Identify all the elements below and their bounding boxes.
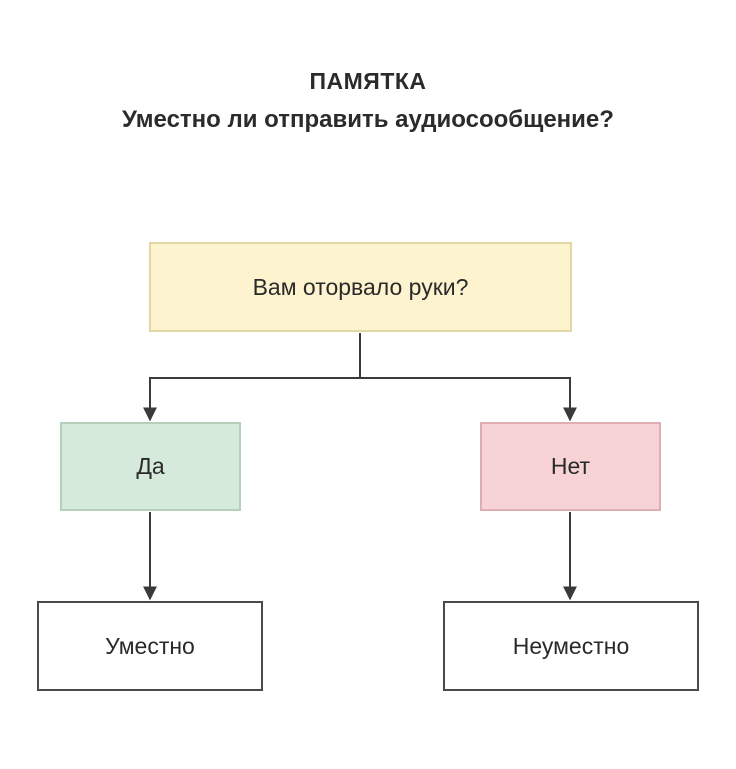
memo-title: ПАМЯТКА xyxy=(309,68,427,94)
answer-yes-node: Да xyxy=(60,422,241,511)
answer-no-label: Нет xyxy=(550,453,591,479)
connector-question-to-no xyxy=(360,377,577,422)
outcome-appropriate-label: Уместно xyxy=(105,632,195,659)
outcome-inappropriate-label: Неуместно xyxy=(512,632,630,659)
connector-question-to-yes xyxy=(143,333,361,422)
answer-no-node: Нет xyxy=(480,422,661,511)
outcome-inappropriate-node: Неуместно xyxy=(443,601,699,691)
question-label: Вам оторвало руки? xyxy=(252,273,469,300)
question-node: Вам оторвало руки? xyxy=(149,242,572,332)
memo-subtitle: Уместно ли отправить аудиосообщение? xyxy=(122,106,614,133)
outcome-appropriate-node: Уместно xyxy=(37,601,263,691)
answer-yes-label: Да xyxy=(136,453,165,479)
